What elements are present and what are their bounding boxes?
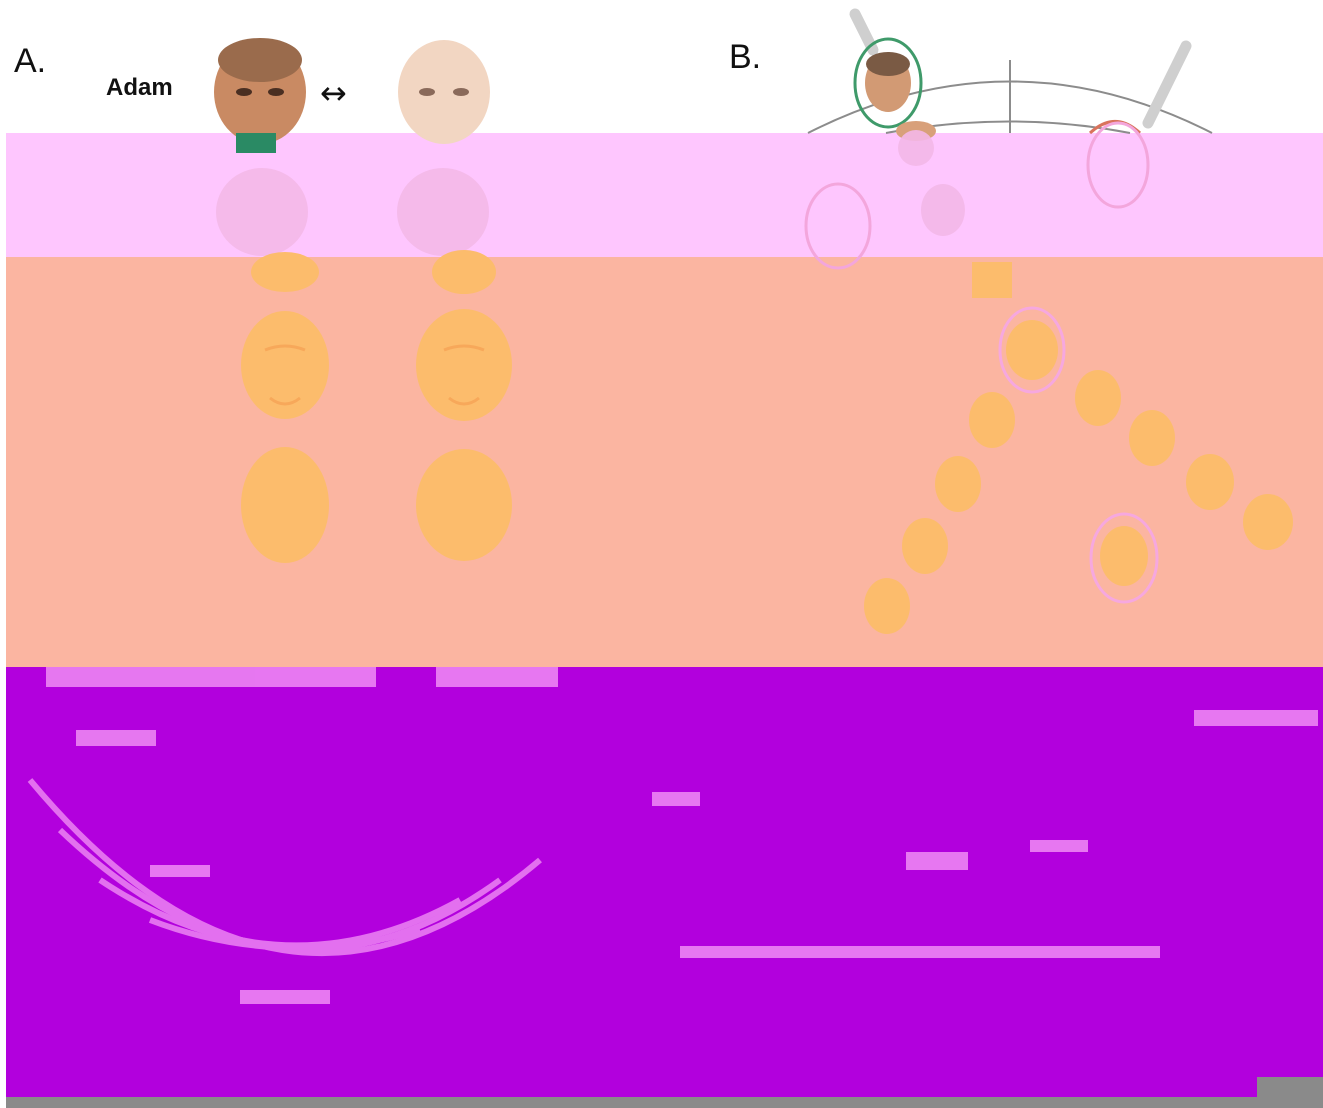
- panel-a-face-column: [241, 250, 512, 563]
- face-icon: [214, 38, 306, 153]
- purple-noise-arcs: [30, 780, 540, 953]
- face-icon: [398, 40, 490, 144]
- faded-rings: [806, 123, 1148, 268]
- panel-b-face-trajectory: [864, 262, 1293, 634]
- faded-faces: [216, 130, 965, 256]
- purple-noise-texture: [46, 667, 1318, 1004]
